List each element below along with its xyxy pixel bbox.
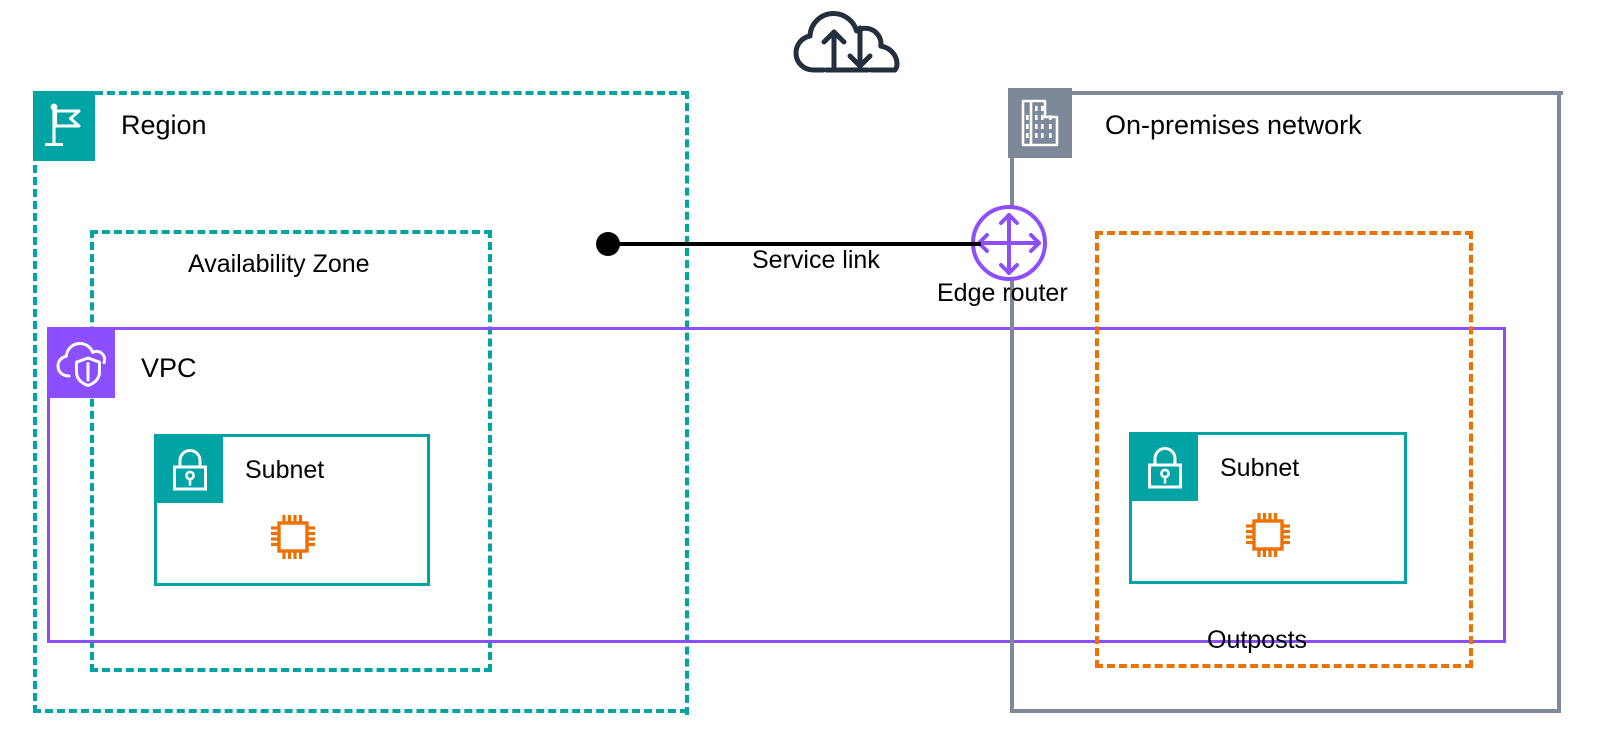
subnet-label-left: Subnet: [245, 456, 325, 484]
cloud-data-transfer-icon: [793, 8, 903, 78]
on-premises-network-label: On-premises network: [1105, 110, 1362, 140]
region-top-border: [95, 91, 689, 95]
building-icon: [1008, 88, 1072, 158]
edge-router-label: Edge router: [937, 279, 1068, 307]
on-premises-top-border: [1070, 91, 1563, 95]
availability-zone-container: [90, 230, 492, 672]
availability-zone-label: Availability Zone: [188, 250, 370, 278]
region-container: [33, 93, 688, 713]
service-link-endpoint-dot: [596, 232, 620, 256]
subnet-label-right: Subnet: [1220, 454, 1300, 482]
subnet-lock-icon: [157, 437, 223, 503]
on-premises-network-container: [1010, 93, 1561, 713]
service-link-line: [609, 242, 981, 246]
subnet-lock-icon: [1132, 435, 1198, 501]
vpc-cloud-shield-icon: [47, 330, 115, 398]
ec2-chip-icon: [1243, 510, 1293, 560]
outposts-container: [1095, 231, 1473, 668]
subnet-box-right: [1129, 432, 1407, 584]
region-label: Region: [121, 110, 207, 140]
outposts-label: Outposts: [1207, 626, 1308, 654]
region-flag-icon: [33, 91, 95, 161]
service-link-label: Service link: [752, 246, 880, 274]
region-right-border: [685, 91, 689, 715]
ec2-chip-icon: [268, 512, 318, 562]
edge-router-icon: [969, 203, 1049, 283]
vpc-container: [47, 327, 1506, 643]
vpc-label: VPC: [141, 353, 197, 383]
